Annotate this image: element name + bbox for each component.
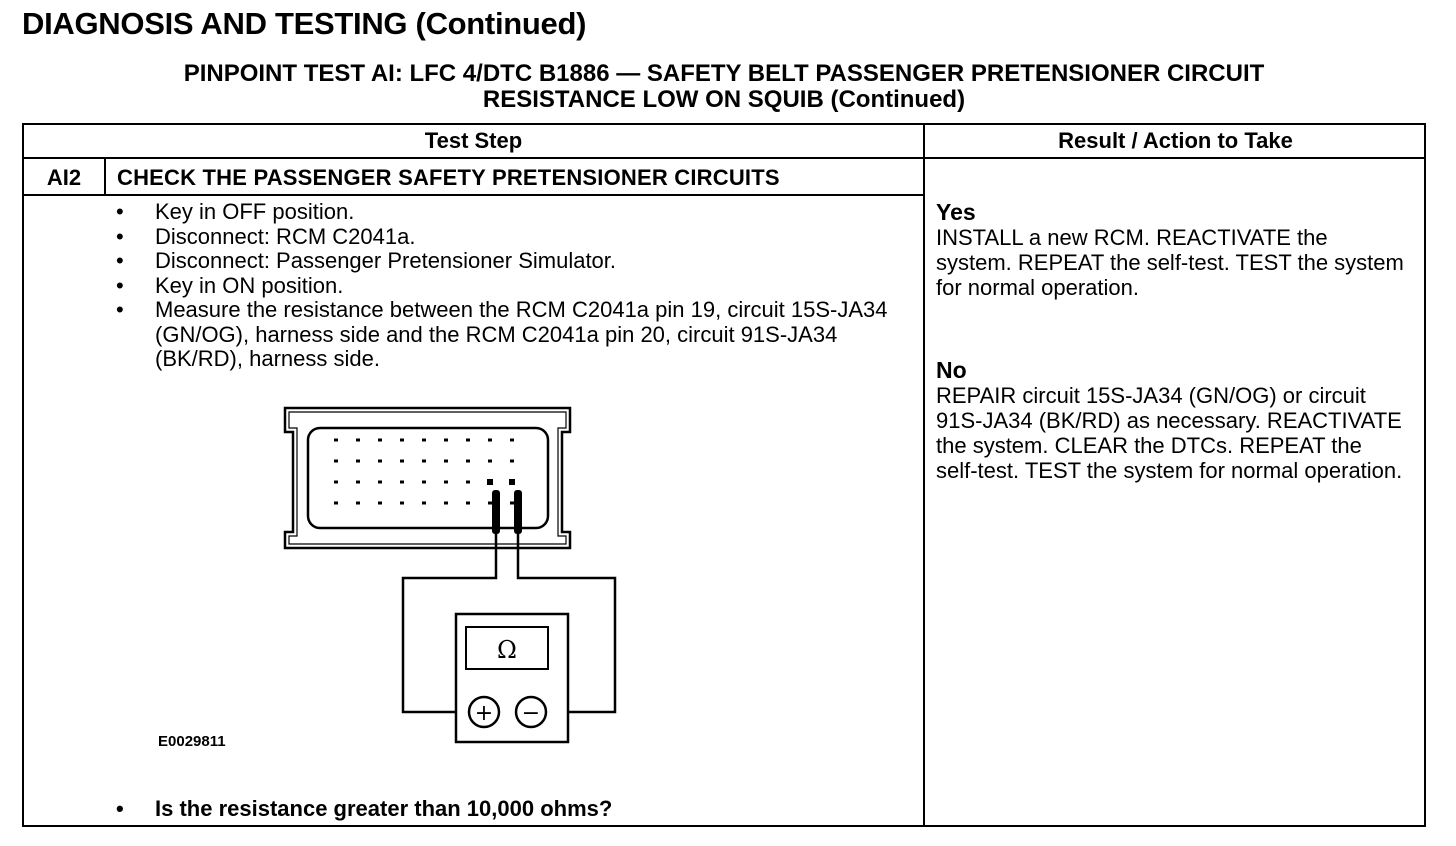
pin-cavity	[422, 501, 426, 505]
instruction-item: •Disconnect: Passenger Pretensioner Simu…	[116, 248, 617, 273]
pin-cavity	[400, 501, 404, 505]
pin-cavity	[334, 480, 338, 484]
negative-terminal-icon	[514, 695, 548, 729]
bullet-icon: •	[116, 223, 124, 249]
pin-cavity	[378, 459, 382, 463]
ohm-symbol: Ω	[497, 636, 517, 664]
pin-cavity	[378, 480, 382, 484]
result-yes: Yes INSTALL a new RCM. REACTIVATE the sy…	[936, 199, 1406, 301]
pin-cavity	[488, 459, 492, 463]
bullet-icon: •	[116, 248, 124, 273]
pin-cavity	[444, 459, 448, 463]
question-text: Is the resistance greater than 10,000 oh…	[155, 796, 613, 821]
pin-cavity	[488, 438, 492, 442]
step-row-divider	[22, 194, 925, 196]
pin-cavity	[378, 438, 382, 442]
pin-cavity	[444, 501, 448, 505]
positive-terminal-icon	[467, 695, 501, 729]
pin-cavity	[510, 459, 514, 463]
pin-cavity	[334, 459, 338, 463]
pin-cavity	[356, 438, 360, 442]
column-divider	[923, 123, 925, 827]
instruction-item: •Key in ON position.	[116, 272, 344, 298]
step-title: CHECK THE PASSENGER SAFETY PRETENSIONER …	[117, 165, 780, 190]
pin-cavity	[422, 459, 426, 463]
connector-housing	[283, 406, 572, 550]
pin-cavity	[334, 501, 338, 505]
pin-cavity	[422, 438, 426, 442]
pin-cavity	[466, 438, 470, 442]
pin-cavity	[510, 438, 514, 442]
pin-cavity	[487, 479, 493, 485]
pin-cavity	[400, 459, 404, 463]
step-id: AI2	[46, 165, 82, 190]
pin-cavity	[488, 501, 492, 505]
bullet-icon: •	[116, 199, 124, 224]
pin-cavity	[356, 459, 360, 463]
plus-symbol: +	[475, 701, 493, 726]
instruction-item: •Measure the resistance between the RCM …	[116, 297, 888, 371]
result-no: No REPAIR circuit 15S-JA34 (GN/OG) or ci…	[936, 357, 1406, 484]
step-question: • Is the resistance greater than 10,000 …	[116, 796, 612, 822]
probe-negative	[514, 490, 522, 534]
probe-positive	[492, 490, 500, 534]
pin-cavity	[378, 501, 382, 505]
bullet-icon: •	[116, 796, 124, 821]
pin-cavity	[466, 480, 470, 484]
connector-pins	[334, 438, 515, 505]
ohmmeter-display	[465, 626, 549, 670]
step-id-divider	[104, 157, 106, 196]
result-header: Result / Action to Take	[1058, 128, 1293, 153]
pin-cavity	[466, 459, 470, 463]
page-title: DIAGNOSIS AND TESTING (Continued)	[22, 6, 587, 41]
pin-cavity	[356, 501, 360, 505]
test-table	[22, 123, 1426, 827]
pin-cavity	[509, 479, 515, 485]
instruction-item: •Disconnect: RCM C2041a.	[116, 223, 416, 249]
connector-ohmmeter-diagram: Ω + −	[283, 406, 617, 744]
pinpoint-test-title-line2: RESISTANCE LOW ON SQUIB (Continued)	[482, 86, 966, 113]
header-row-divider	[22, 157, 1426, 159]
pin-cavity	[334, 438, 338, 442]
test-step-header: Test Step	[424, 128, 523, 153]
minus-symbol: −	[522, 701, 540, 726]
pin-cavity	[510, 501, 514, 505]
instruction-item: •Key in OFF position.	[116, 199, 355, 224]
connector-face	[306, 426, 550, 530]
instruction-list: •Key in OFF position. •Disconnect: RCM C…	[116, 199, 906, 372]
result-yes-text: INSTALL a new RCM. REACTIVATE the system…	[936, 225, 1404, 300]
result-no-label: No	[936, 357, 967, 383]
result-no-text: REPAIR circuit 15S-JA34 (GN/OG) or circu…	[936, 383, 1403, 483]
bullet-icon: •	[116, 297, 124, 322]
connector-housing-inner	[288, 411, 567, 545]
pin-cavity	[444, 438, 448, 442]
result-yes-label: Yes	[936, 199, 976, 225]
figure-code: E0029811	[158, 733, 226, 750]
pin-cavity	[400, 438, 404, 442]
lead-positive	[401, 534, 498, 714]
lead-negative	[516, 534, 617, 714]
pin-cavity	[444, 480, 448, 484]
bullet-icon: •	[116, 272, 124, 298]
pinpoint-test-title-line1: PINPOINT TEST AI: LFC 4/DTC B1886 — SAFE…	[183, 60, 1265, 87]
pin-cavity	[422, 480, 426, 484]
pin-cavity	[400, 480, 404, 484]
pin-cavity	[466, 501, 470, 505]
pin-cavity	[356, 480, 360, 484]
